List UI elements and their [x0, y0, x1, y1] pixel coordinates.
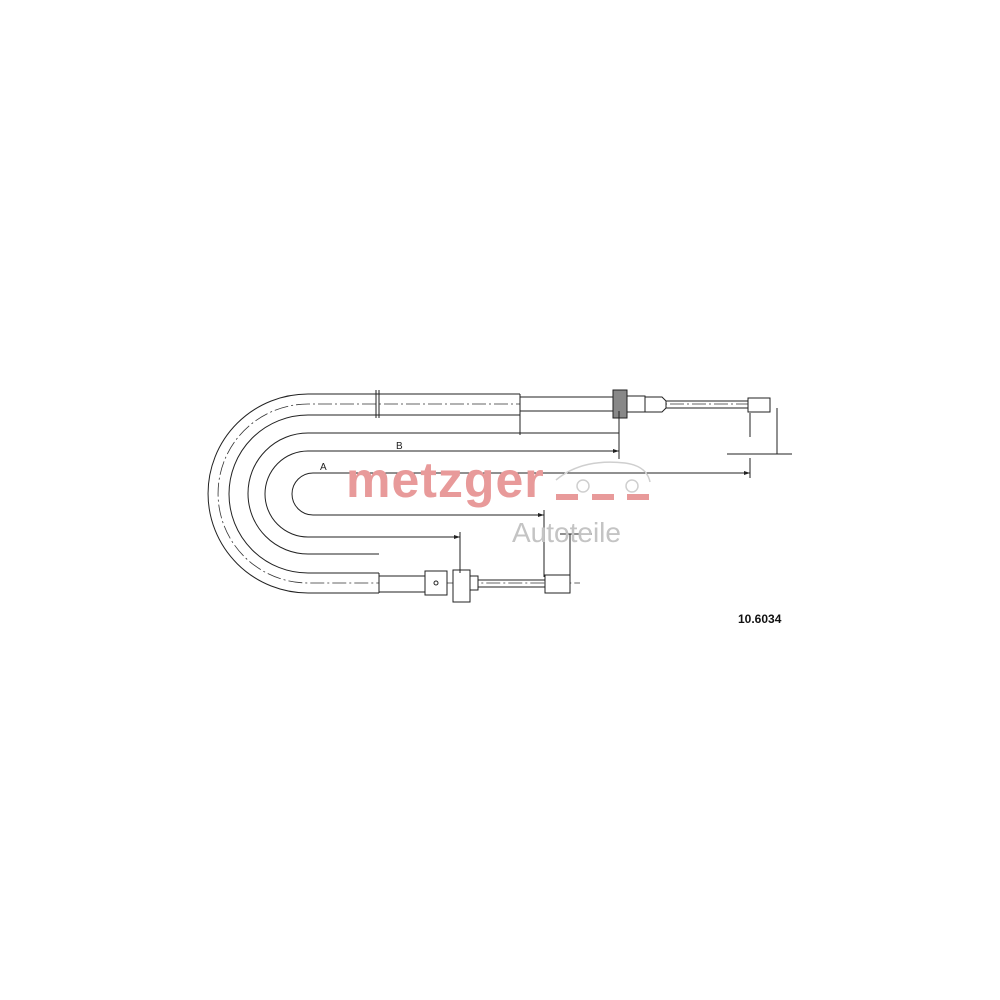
dimension-label-a: A [320, 462, 327, 473]
dimension-lines [247, 408, 792, 590]
bottom-end-fitting [378, 569, 571, 603]
logo-tagline: Autoteile [512, 517, 621, 548]
top-end-fitting [519, 389, 771, 419]
part-number: 10.6034 [738, 612, 782, 626]
metzger-logo: metzger Autoteile [346, 452, 651, 548]
logo-brand: metzger [346, 452, 545, 508]
car-outline-icon [555, 461, 651, 483]
cable-sheath [207, 390, 750, 594]
dimension-label-b: B [396, 441, 403, 452]
